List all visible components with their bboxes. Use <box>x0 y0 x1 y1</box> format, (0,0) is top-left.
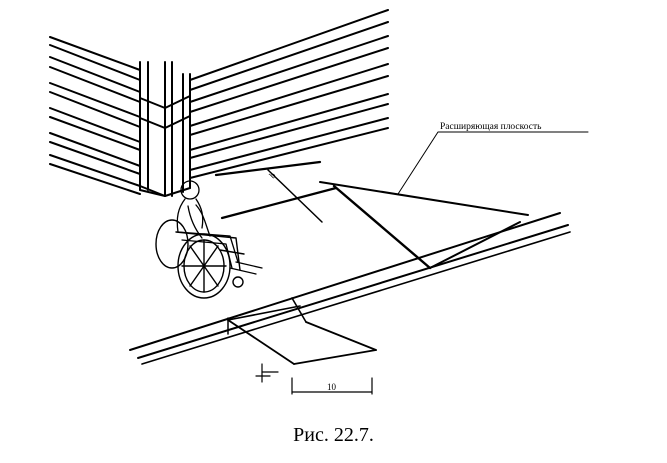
person-figure <box>176 180 263 275</box>
expanding-surface-label: Расширяющая плоскость <box>440 122 542 132</box>
corner-pilasters <box>139 61 191 197</box>
dimension-10-label: 10 <box>327 382 337 392</box>
wheelchair <box>155 219 245 299</box>
figure-caption: Рис. 22.7. <box>293 424 374 446</box>
right-wall-courses <box>189 9 389 179</box>
building-corner <box>49 9 389 197</box>
walkway <box>129 160 571 365</box>
dimension-10 <box>255 363 373 395</box>
curb-ramp <box>227 297 377 365</box>
left-wall-courses <box>49 36 141 195</box>
label-leader <box>397 131 589 195</box>
wheelchair-user-icon <box>155 180 263 299</box>
dimension-b-label: b <box>267 170 278 181</box>
